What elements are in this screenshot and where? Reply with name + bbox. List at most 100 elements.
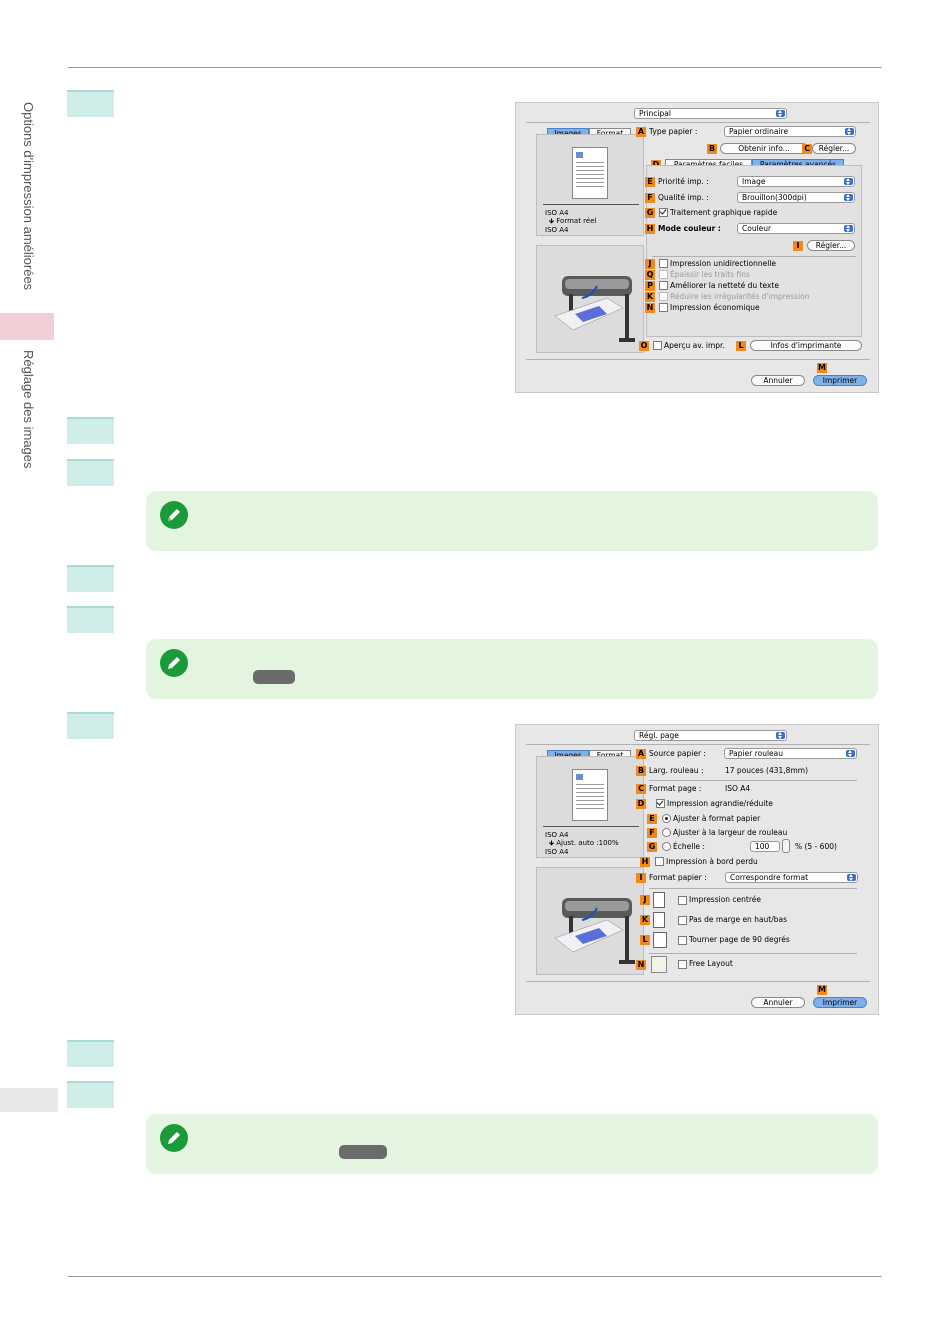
paper-size-select[interactable]: Correspondre format <box>725 872 858 883</box>
paper-type-value: Papier ordinaire <box>729 127 789 136</box>
popup-arrow-icon <box>844 225 853 232</box>
note-box <box>146 491 878 551</box>
print-dialog-page-setup: Régl. page Images Format ISO A4 🡻 Ajust.… <box>515 724 879 1015</box>
priority-label: Priorité imp. : <box>658 177 709 186</box>
page-preview <box>572 147 608 199</box>
badge-f: F <box>647 828 657 838</box>
pane-menu[interactable]: Régl. page <box>634 730 787 741</box>
print-button[interactable]: Imprimer <box>813 997 867 1008</box>
cancel-button[interactable]: Annuler <box>751 375 805 386</box>
print-button[interactable]: Imprimer <box>813 375 867 386</box>
separator <box>649 953 857 954</box>
separator <box>543 826 639 827</box>
free-layout-checkbox[interactable] <box>678 960 687 969</box>
step-box <box>67 565 114 592</box>
enlarged-reduced-label: Impression agrandie/réduite <box>667 799 773 808</box>
badge-a: A <box>636 127 646 137</box>
page-reference-button[interactable] <box>253 670 295 684</box>
badge-j: J <box>640 895 650 905</box>
no-margin-layout-icon <box>653 912 665 928</box>
paper-type-label: Type papier : <box>649 127 698 136</box>
badge-h: H <box>640 857 650 867</box>
fast-graphics-label: Traitement graphique rapide <box>670 208 778 217</box>
page-preview <box>572 769 608 821</box>
quality-select[interactable]: Brouillon(300dpi) <box>737 192 855 203</box>
pane-menu-value: Régl. page <box>639 731 679 740</box>
separator <box>526 981 870 982</box>
badge-p: P <box>645 281 655 291</box>
paper-settings-button[interactable]: Régler... <box>812 143 856 154</box>
page-reference-button[interactable] <box>339 1145 387 1159</box>
fit-paper-size-label: Ajuster à format papier <box>673 814 761 823</box>
enlarged-reduced-checkbox[interactable] <box>656 799 665 808</box>
cancel-button[interactable]: Annuler <box>751 997 805 1008</box>
badge-q: Q <box>645 270 655 280</box>
step-box <box>67 712 114 739</box>
popup-arrow-icon <box>846 750 855 757</box>
printer-illustration-panel <box>536 867 644 975</box>
fit-paper-size-radio[interactable] <box>662 814 671 823</box>
paper-size-value: Correspondre format <box>730 873 809 882</box>
preview-checkbox[interactable] <box>653 341 662 350</box>
popup-arrow-icon <box>847 874 856 881</box>
badge-n: N <box>645 303 655 313</box>
printer-info-button[interactable]: Infos d'imprimante <box>750 340 862 351</box>
centered-label: Impression centrée <box>689 895 762 904</box>
printer-illustration-icon <box>554 898 635 964</box>
printer-illustration-icon <box>554 276 635 342</box>
paper-source-value: Papier rouleau <box>729 749 784 758</box>
separator <box>649 888 857 889</box>
no-margin-label: Pas de marge en haut/bas <box>689 915 788 924</box>
centered-layout-icon <box>653 892 665 908</box>
popup-arrow-icon <box>844 178 853 185</box>
badge-i: I <box>636 873 646 883</box>
thicken-lines-label: Épaissir les traits fins <box>670 270 750 279</box>
preview-scaling-text: Format réel <box>556 217 597 225</box>
paper-source-select[interactable]: Papier rouleau <box>724 748 857 759</box>
badge-n: N <box>636 960 646 970</box>
fast-graphics-checkbox[interactable] <box>659 208 668 217</box>
preview-scaling: 🡻 Format réel <box>549 216 596 226</box>
sidebar-subsection-label: Réglage des images <box>21 350 36 469</box>
priority-select[interactable]: Image <box>737 176 855 187</box>
reduce-irregularities-checkbox[interactable] <box>659 292 668 301</box>
badge-l: L <box>640 935 650 945</box>
sharpen-text-checkbox[interactable] <box>659 281 668 290</box>
economy-label: Impression économique <box>670 303 760 312</box>
sidebar-active-marker <box>0 313 54 340</box>
paper-type-select[interactable]: Papier ordinaire <box>724 126 856 137</box>
centered-checkbox[interactable] <box>678 896 687 905</box>
rotate-checkbox[interactable] <box>678 936 687 945</box>
separator <box>652 256 856 257</box>
badge-k: K <box>645 292 655 302</box>
pane-menu[interactable]: Principal <box>634 108 787 119</box>
color-mode-select[interactable]: Couleur <box>737 223 855 234</box>
roll-width-label: Larg. rouleau : <box>649 766 704 775</box>
scaling-input[interactable]: 100 <box>750 841 780 852</box>
footer-rule <box>68 1276 882 1277</box>
separator <box>649 780 857 781</box>
printer-illustration-panel <box>536 245 644 353</box>
color-mode-label: Mode couleur : <box>658 224 721 233</box>
economy-checkbox[interactable] <box>659 303 668 312</box>
badge-b: B <box>636 766 646 776</box>
scaling-stepper[interactable] <box>782 839 790 853</box>
get-info-button[interactable]: Obtenir info... <box>720 143 808 154</box>
fit-roll-width-radio[interactable] <box>662 828 671 837</box>
color-settings-button[interactable]: Régler... <box>807 240 855 251</box>
thicken-lines-checkbox[interactable] <box>659 270 668 279</box>
quality-value: Brouillon(300dpi) <box>742 193 807 202</box>
unidirectional-label: Impression unidirectionnelle <box>670 259 777 268</box>
badge-j: J <box>645 259 655 269</box>
separator <box>526 359 870 360</box>
no-margin-checkbox[interactable] <box>678 916 687 925</box>
rotate-layout-icon <box>653 932 667 948</box>
scaling-radio[interactable] <box>662 842 671 851</box>
badge-l: L <box>736 341 746 351</box>
pane-menu-value: Principal <box>639 109 671 118</box>
print-dialog-main: Principal Images Format ISO A4 🡻 Format … <box>515 102 879 393</box>
badge-b: B <box>707 144 717 154</box>
unidirectional-checkbox[interactable] <box>659 259 668 268</box>
note-pencil-icon <box>160 649 188 677</box>
borderless-checkbox[interactable] <box>655 857 664 866</box>
